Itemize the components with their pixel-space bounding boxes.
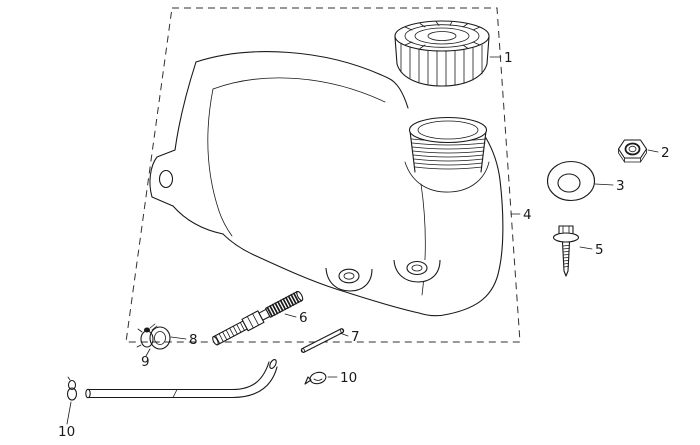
svg-text:3: 3 — [616, 178, 625, 194]
part-labels: 1 2 3 4 5 6 7 8 — [58, 50, 670, 440]
svg-text:9: 9 — [141, 354, 150, 370]
part-label-2: 2 — [647, 145, 670, 161]
fuel-tank-body — [149, 51, 504, 317]
svg-text:4: 4 — [523, 207, 532, 223]
tube-clip — [136, 328, 154, 348]
part-label-8: 8 — [170, 332, 198, 348]
boundary-dashed-box — [125, 7, 521, 343]
fuel-tube — [85, 359, 278, 399]
part-label-3: 3 — [594, 178, 625, 194]
flange-bolt — [552, 225, 580, 277]
tube-wire-clip-left — [66, 376, 78, 401]
part-label-4: 4 — [510, 207, 532, 223]
tube-clamp — [144, 323, 171, 350]
washer — [546, 160, 596, 202]
part-label-10b: 10 — [58, 401, 75, 440]
part-label-1: 1 — [489, 50, 513, 66]
svg-text:5: 5 — [595, 242, 604, 258]
svg-text:8: 8 — [189, 332, 198, 348]
joint-pin — [300, 328, 345, 353]
part-label-6: 6 — [284, 310, 308, 326]
fuel-cap — [394, 20, 490, 87]
svg-text:10: 10 — [340, 370, 357, 386]
svg-text:10: 10 — [58, 424, 75, 440]
svg-text:6: 6 — [299, 310, 308, 326]
part-label-9: 9 — [141, 348, 151, 370]
nut — [617, 139, 648, 163]
part-label-10a: 10 — [327, 370, 357, 386]
tube-wire-clip-right — [304, 371, 327, 385]
stud-bolt — [212, 290, 304, 346]
svg-text:7: 7 — [351, 329, 360, 345]
part-label-7: 7 — [339, 329, 360, 345]
filler-neck — [408, 116, 488, 173]
svg-text:1: 1 — [504, 50, 513, 66]
svg-text:2: 2 — [661, 145, 670, 161]
part-label-5: 5 — [579, 242, 604, 258]
